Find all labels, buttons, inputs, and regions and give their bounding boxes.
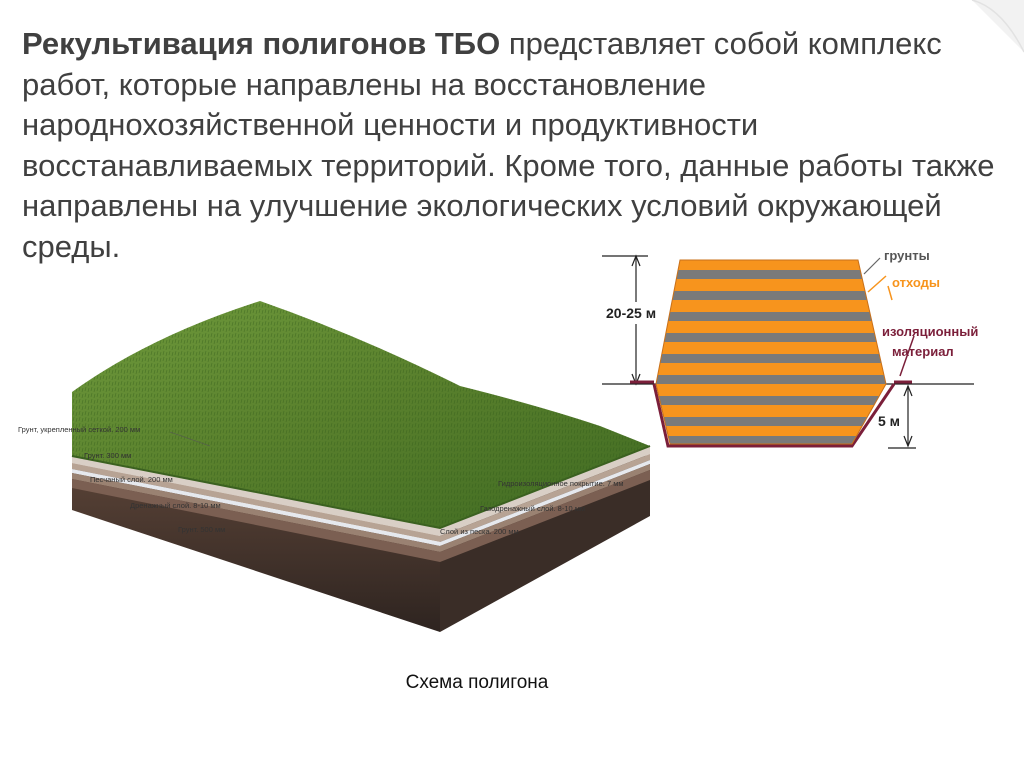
depth-label: 5 м [878, 413, 900, 429]
page-corner-curl [971, 0, 1024, 53]
soil-block [71, 301, 651, 632]
layer-label-soil-500: Грунт. 500 мм [178, 525, 225, 534]
legend-insulation-line1: изоляционный [882, 324, 978, 339]
legend-waste: отходы [892, 275, 940, 290]
legend-insulation-line2: материал [892, 344, 954, 359]
height-label: 20-25 м [606, 305, 656, 321]
landfill-schematic: 20-25 м [602, 248, 978, 449]
legend-pointers [863, 257, 915, 377]
height-dimension: 20-25 м [602, 254, 668, 386]
right-layer-labels: Гидроизоляционное покрытие. 7 мм Газодре… [440, 479, 624, 536]
left-layer-labels: Грунт, укрепленный сеткой. 200 мм Грунт.… [18, 425, 225, 534]
soil-cross-section-diagram: Грунт, укрепленный сеткой. 200 мм Грунт.… [18, 301, 651, 632]
landfill-body [630, 259, 912, 448]
layer-label-waterproofing: Гидроизоляционное покрытие. 7 мм [498, 479, 624, 488]
layer-label-soil-300: Грунт. 300 мм [84, 451, 131, 460]
layer-label-sand-layer: Слой из песка. 200 мм [440, 527, 519, 536]
description-text: представляет собой комплекс работ, котор… [22, 26, 995, 264]
layer-label-drainage: Дренажный слой. 8-10 мм [130, 501, 221, 510]
layer-label-reinforced-soil: Грунт, укрепленный сеткой. 200 мм [18, 425, 140, 434]
description-paragraph: Рекультивация полигонов ТБО представляет… [22, 24, 1012, 267]
depth-dimension: 5 м [878, 384, 916, 449]
layer-label-sand-200: Песчаный слой. 200 мм [90, 475, 173, 484]
legend-soil: грунты [884, 248, 930, 263]
layer-label-gas-drainage: Газодренажный слой. 8-10 мм [480, 504, 585, 513]
diagram-caption: Схема полигона [405, 672, 549, 693]
term-heading: Рекультивация полигонов ТБО [22, 26, 501, 61]
